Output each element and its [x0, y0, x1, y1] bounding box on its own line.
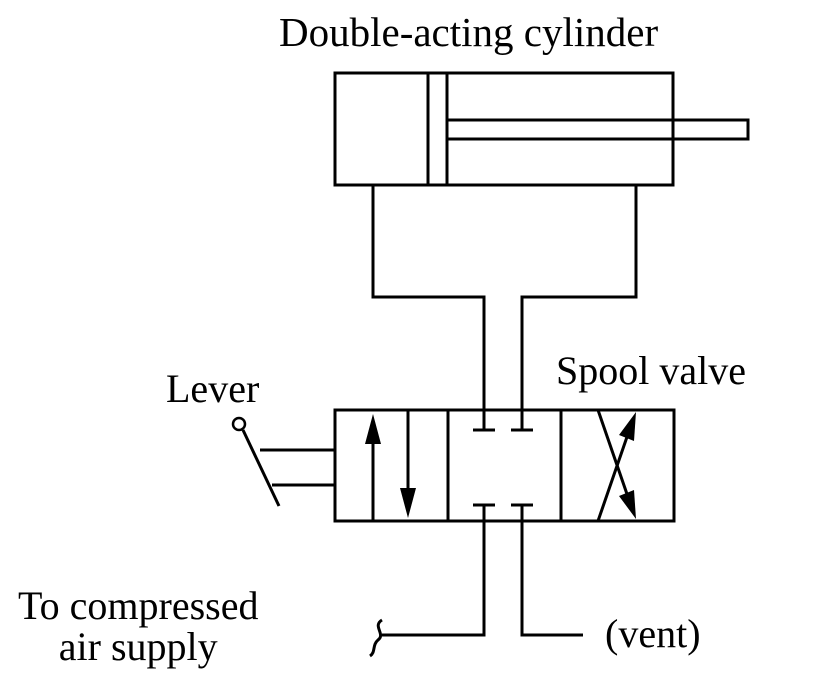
cross-flow-line-1: [596, 409, 630, 498]
cylinder-barrel: [333, 71, 675, 187]
supply-line: [382, 521, 486, 637]
valve-right-envelope: [596, 409, 636, 522]
cross-flow-arrowhead-down: [619, 490, 636, 519]
lever: [231, 416, 335, 507]
air-supply-label-line-2: air supply: [58, 623, 218, 669]
line-cylinder-right-port: [520, 185, 638, 430]
cylinder-label: Double-acting cylinder: [279, 9, 659, 55]
valve-body: [333, 408, 676, 523]
spool-valve-label: Spool valve: [556, 348, 746, 393]
up-flow-arrowhead: [365, 414, 381, 444]
line-cylinder-left-port: [371, 185, 486, 430]
piston-rod: [447, 118, 750, 141]
lever-knob: [231, 416, 247, 432]
spool-valve: [333, 408, 676, 523]
supply-line-break: [369, 618, 383, 658]
valve-center-envelope: [473, 428, 533, 521]
air-supply-label: To compressed air supply: [18, 583, 259, 669]
valve-left-envelope: [365, 410, 416, 521]
down-flow-arrowhead: [400, 488, 416, 518]
lever-handle: [241, 429, 281, 507]
cylinder-lines: [371, 185, 638, 430]
lever-label: Lever: [166, 366, 260, 411]
cross-flow-arrowhead-up: [619, 412, 636, 441]
vent-line: [520, 521, 583, 637]
air-supply-label-line-1: To compressed: [18, 583, 259, 628]
double-acting-cylinder: [333, 71, 750, 187]
cross-flow-line-2: [596, 433, 630, 522]
vent-label: (vent): [605, 611, 701, 656]
port-lines: [369, 521, 583, 658]
